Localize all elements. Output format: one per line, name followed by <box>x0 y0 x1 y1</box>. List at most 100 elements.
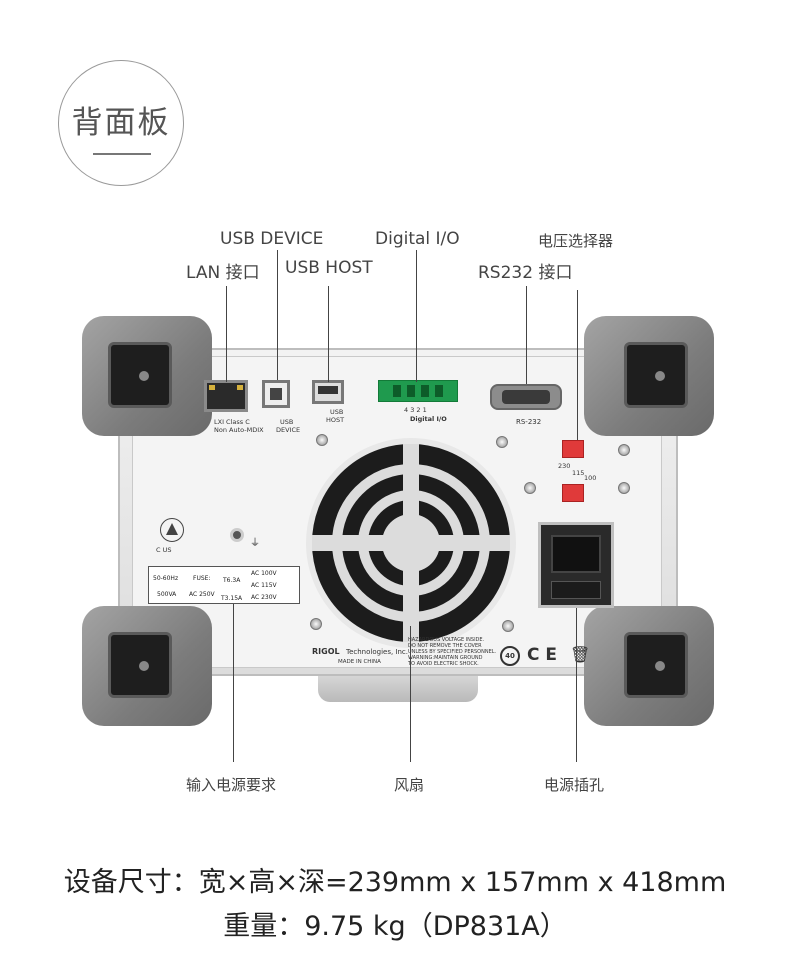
panel-screw <box>524 482 536 494</box>
usb-device-label-a: USB <box>280 418 294 426</box>
spec-dimensions: 设备尺寸：宽×高×深=239mm x 157mm x 418mm <box>63 867 727 898</box>
rs232-socket <box>502 390 550 404</box>
panel-screw <box>618 482 630 494</box>
fuse-power: 500VA <box>157 591 177 598</box>
warning-line: WARNING:MAINTAIN GROUND <box>408 655 483 661</box>
bumper-foot <box>108 342 172 408</box>
corner-bumper-bottom-right <box>584 606 714 726</box>
fuse-voltage: AC 250V <box>189 591 215 598</box>
leader-line-usb-device <box>277 250 279 380</box>
ul-logo <box>160 518 184 542</box>
leader-line-voltage-selector <box>577 290 579 440</box>
fuse-t315: T3.15A <box>221 595 243 602</box>
digital-io-port[interactable] <box>378 380 458 402</box>
voltage-230-label: 230 <box>558 462 571 470</box>
dio-pin <box>393 385 401 397</box>
fan-guard-ring <box>358 490 464 596</box>
callout-input-power: 输入电源要求 <box>186 776 277 794</box>
callout-voltage-selector: 电压选择器 <box>538 232 614 250</box>
callout-usb-host: USB HOST <box>285 258 373 278</box>
fan-hub <box>382 514 440 572</box>
weee-bin-icon: 🗑 <box>570 645 591 664</box>
fuse-ac100: AC 100V <box>251 570 277 577</box>
fan-guard-ring <box>332 464 490 622</box>
leader-line-input-power <box>233 604 235 762</box>
badge-underline <box>93 153 151 155</box>
voltage-100-label: 100 <box>584 474 597 482</box>
bumper-screw <box>139 661 149 671</box>
brand-sub: Technologies, Inc. <box>346 648 408 656</box>
usb-host-port[interactable] <box>312 380 344 404</box>
leader-line-digital-io <box>416 250 418 382</box>
corner-bumper-bottom-left <box>82 606 212 726</box>
made-in: MADE IN CHINA <box>338 659 381 665</box>
section-title: 背面板 <box>71 105 171 141</box>
lan-port[interactable] <box>204 380 248 412</box>
ul-label: C US <box>156 546 172 554</box>
warning-line: TO AVOID ELECTRIC SHOCK. <box>408 661 479 667</box>
fuse-holder[interactable] <box>551 581 601 599</box>
bumper-screw <box>655 371 665 381</box>
panel-screw <box>310 618 322 630</box>
lan-led <box>209 385 215 390</box>
voltage-115-label: 115 <box>572 469 585 477</box>
power-inlet-pins <box>551 535 601 573</box>
warning-line: UNLESS BY SPECIFIED PERSONNEL. <box>408 649 497 655</box>
lan-led <box>237 385 243 390</box>
warning-line: DO NOT REMOVE THE COVER <box>408 643 482 649</box>
bumper-screw <box>655 661 665 671</box>
usb-host-label-b: HOST <box>326 416 345 424</box>
rs232-label: RS-232 <box>516 418 542 426</box>
corner-bumper-top-right <box>584 316 714 436</box>
ground-terminal[interactable] <box>230 528 244 542</box>
panel-screw <box>496 436 508 448</box>
leader-line-lan <box>226 286 228 382</box>
dio-pin <box>435 385 443 397</box>
leader-line-usb-host <box>328 286 330 382</box>
fuse-t63: T6.3A <box>223 577 241 584</box>
voltage-switch-lower[interactable] <box>562 484 584 502</box>
epup-40-mark: 40 <box>500 646 520 666</box>
ground-icon: ⏚ <box>250 538 260 549</box>
rs232-port[interactable] <box>490 384 562 410</box>
panel-screw <box>316 434 328 446</box>
ce-mark: C E <box>527 645 558 665</box>
section-badge: 背面板 <box>58 60 184 186</box>
usb-device-label-b: DEVICE <box>276 426 301 434</box>
usb-host-label-a: USB <box>330 408 344 416</box>
callout-digital-io: Digital I/O <box>375 229 460 249</box>
fuse-label: FUSE: <box>193 575 211 582</box>
ul-triangle-icon <box>166 523 178 535</box>
power-inlet[interactable] <box>538 522 614 608</box>
leader-line-fan <box>410 626 412 762</box>
leader-line-power-socket <box>576 608 578 762</box>
fuse-rating-table: 50-60Hz 500VA FUSE: AC 250V T6.3A T3.15A… <box>148 566 300 604</box>
usb-device-socket <box>270 388 282 400</box>
bumper-screw <box>139 371 149 381</box>
fuse-freq: 50-60Hz <box>153 575 179 582</box>
brand-name: RIGOL <box>312 647 340 656</box>
callout-lan: LAN 接口 <box>186 263 260 283</box>
voltage-switch-upper[interactable] <box>562 440 584 458</box>
spec-weight: 重量：9.75 kg（DP831A） <box>223 911 567 942</box>
warning-line: HAZARDOUS VOLTAGE INSIDE. <box>408 637 485 643</box>
fuse-ac115: AC 115V <box>251 582 277 589</box>
dio-pin <box>407 385 415 397</box>
lan-label-1: LXI Class C <box>214 418 250 426</box>
panel-screw <box>502 620 514 632</box>
bumper-foot <box>624 632 688 698</box>
callout-rs232: RS232 接口 <box>478 263 573 283</box>
device-base <box>318 676 478 702</box>
fuse-ac230: AC 230V <box>251 594 277 601</box>
callout-usb-device: USB DEVICE <box>220 229 324 249</box>
leader-line-rs232 <box>526 286 528 384</box>
cooling-fan <box>306 438 516 648</box>
corner-bumper-top-left <box>82 316 212 436</box>
panel-screw <box>618 444 630 456</box>
callout-fan: 风扇 <box>394 776 425 794</box>
bumper-foot <box>624 342 688 408</box>
lan-label-2: Non Auto-MDIX <box>214 426 264 434</box>
callout-power-socket: 电源插孔 <box>544 776 605 794</box>
bumper-foot <box>108 632 172 698</box>
usb-device-port[interactable] <box>262 380 290 408</box>
